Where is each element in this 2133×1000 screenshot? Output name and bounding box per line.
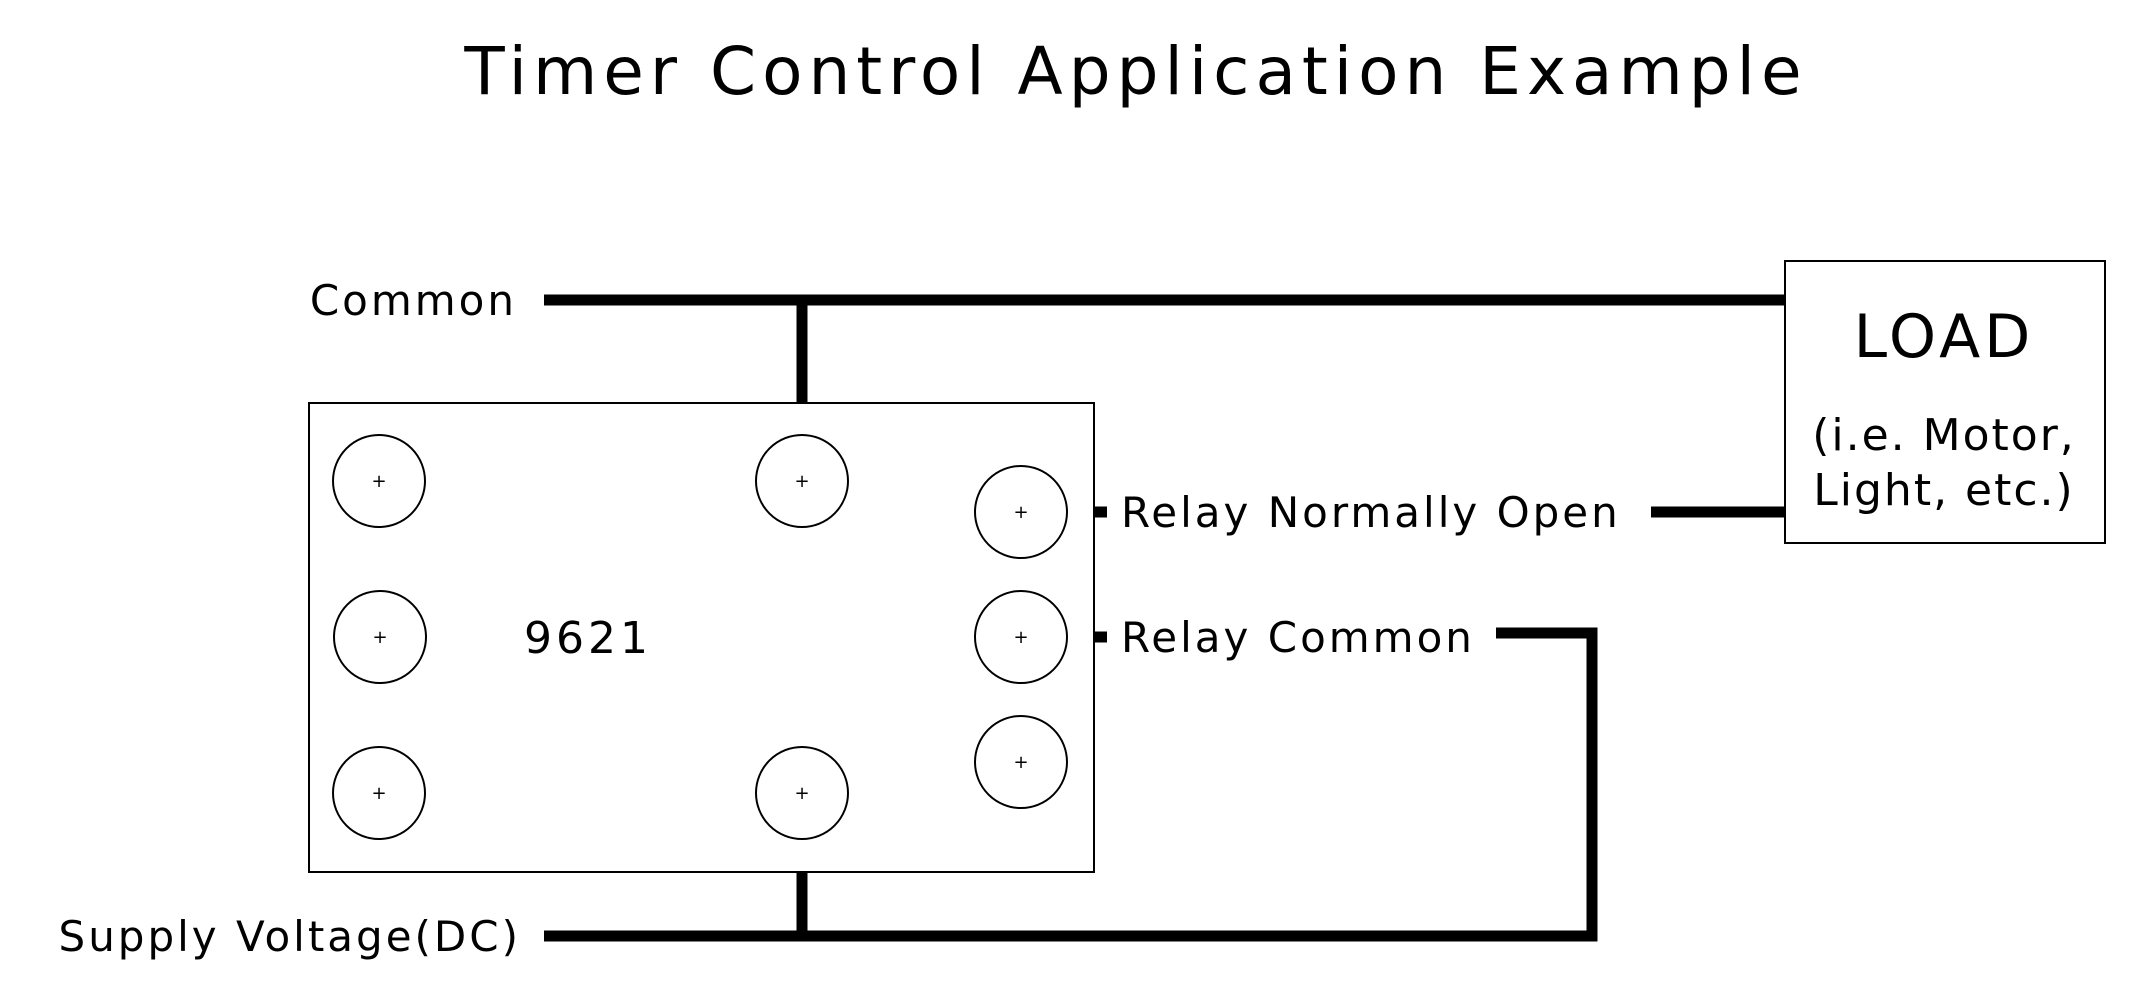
terminal-relay-common: +: [974, 590, 1068, 684]
terminal-plus-icon: +: [1013, 502, 1028, 523]
terminal-plus-icon: +: [794, 783, 809, 804]
supply-voltage-wire: [544, 627, 1598, 942]
terminal-circle: [332, 434, 426, 528]
load-box: [1784, 260, 2106, 544]
common-label: Common: [310, 276, 517, 325]
terminal-circle: [974, 590, 1068, 684]
terminal-relay-spare: +: [974, 715, 1068, 809]
terminal-middle-left: +: [333, 590, 427, 684]
terminal-circle: [755, 746, 849, 840]
terminal-plus-icon: +: [372, 627, 387, 648]
terminal-relay-normally-open: +: [974, 465, 1068, 559]
terminal-circle: [333, 590, 427, 684]
load-title: LOAD: [1854, 302, 2035, 372]
terminal-plus-icon: +: [1013, 627, 1028, 648]
terminal-circle: [332, 746, 426, 840]
device-terminals: + + + + + + + +: [332, 434, 1068, 840]
terminal-top-center: +: [755, 434, 849, 528]
relay-common-label: Relay Common: [1121, 613, 1475, 662]
relay-normally-open-label: Relay Normally Open: [1121, 488, 1621, 537]
terminal-plus-icon: +: [371, 783, 386, 804]
terminal-circle: [974, 465, 1068, 559]
device-model-label: 9621: [524, 613, 652, 664]
terminal-plus-icon: +: [371, 471, 386, 492]
wiring: [544, 294, 1785, 942]
terminal-circle: [974, 715, 1068, 809]
load-description-line2: Light, etc.): [1813, 465, 2074, 516]
terminal-top-left: +: [332, 434, 426, 528]
terminal-bottom-center: +: [755, 746, 849, 840]
terminal-circle: [755, 434, 849, 528]
load-description-line1: (i.e. Motor,: [1812, 410, 2076, 461]
terminal-bottom-left: +: [332, 746, 426, 840]
terminal-plus-icon: +: [794, 471, 809, 492]
diagram-title: Timer Control Application Example: [463, 33, 1807, 110]
supply-voltage-label: Supply Voltage(DC): [59, 912, 521, 961]
device-body: [308, 402, 1095, 873]
terminal-plus-icon: +: [1013, 752, 1028, 773]
